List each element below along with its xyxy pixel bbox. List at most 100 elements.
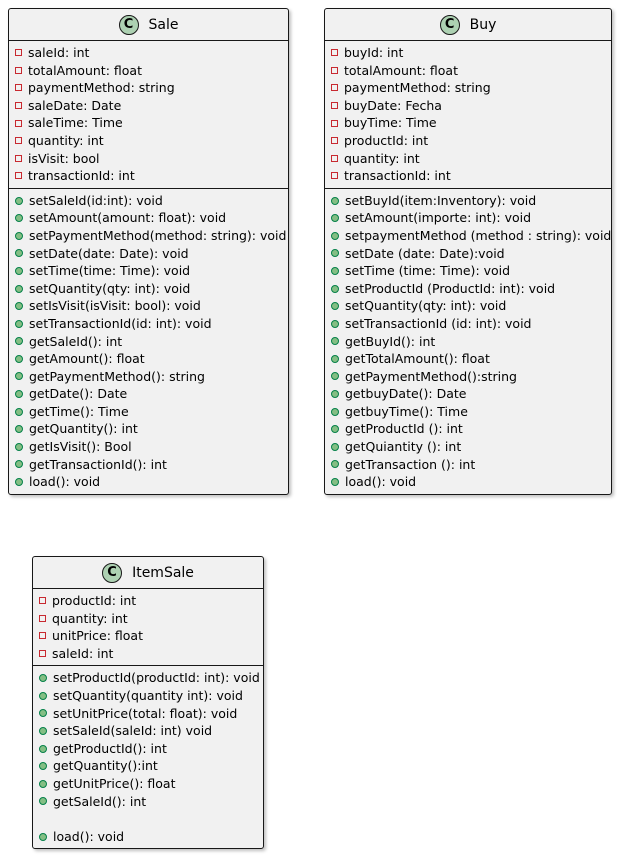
method-row: setBuyId(item:Inventory): void — [325, 192, 611, 210]
method-text: setAmount(importe: int): void — [345, 210, 532, 226]
method-text: getIsVisit(): Bool — [29, 439, 132, 455]
field-text: quantity: int — [344, 150, 420, 166]
method-row: setProductId (ProductId: int): void — [325, 280, 611, 298]
method-row: setQuantity(qty: int): void — [9, 280, 288, 298]
field-row: paymentMethod: string — [325, 79, 611, 97]
method-text: setAmount(amount: float): void — [29, 210, 227, 226]
field-text: isVisit: bool — [28, 150, 100, 166]
field-text: totalAmount: float — [344, 62, 458, 78]
private-visibility-icon — [15, 119, 22, 127]
method-row: getPaymentMethod():string — [325, 368, 611, 386]
public-visibility-icon — [15, 214, 23, 223]
field-text: unitPrice: float — [52, 628, 143, 644]
public-visibility-icon — [331, 319, 339, 328]
public-visibility-icon — [331, 231, 339, 240]
private-visibility-icon — [39, 597, 46, 605]
field-row: saleTime: Time — [9, 114, 288, 132]
method-text: getProductId (): int — [345, 421, 463, 437]
method-row: setQuantity(qty: int): void — [325, 297, 611, 315]
private-visibility-icon — [39, 650, 46, 658]
method-row: getBuyId(): int — [325, 333, 611, 351]
method-text: setProductId (ProductId: int): void — [345, 280, 556, 296]
method-text: setpaymentMethod (method : string): void — [345, 227, 612, 243]
field-row: buyTime: Time — [325, 114, 611, 132]
public-visibility-icon — [15, 319, 23, 328]
method-row: setTransactionId (id: int): void — [325, 315, 611, 333]
public-visibility-icon — [15, 460, 23, 469]
method-text: setTime(time: Time): void — [29, 263, 191, 279]
method-row: getUnitPrice(): float — [33, 775, 263, 793]
public-visibility-icon — [331, 284, 339, 293]
field-text: buyDate: Fecha — [344, 97, 442, 113]
method-row: setSaleId(id:int): void — [9, 192, 288, 210]
method-row: getAmount(): float — [9, 350, 288, 368]
method-row: getSaleId(): int — [9, 333, 288, 351]
private-visibility-icon — [15, 172, 22, 180]
method-row: setDate(date: Date): void — [9, 245, 288, 263]
method-text: getbuyTime(): Time — [345, 403, 468, 419]
field-row: buyDate: Fecha — [325, 97, 611, 115]
field-text: saleTime: Time — [28, 115, 123, 131]
method-row: setPaymentMethod(method: string): void — [9, 227, 288, 245]
method-text: getPaymentMethod(): string — [29, 368, 205, 384]
public-visibility-icon — [39, 709, 47, 718]
field-row: quantity: int — [9, 132, 288, 150]
field-text: saleDate: Date — [28, 97, 122, 113]
method-spacer — [33, 810, 263, 828]
method-row: setTime (time: Time): void — [325, 262, 611, 280]
field-row: saleId: int — [9, 44, 288, 62]
field-text: quantity: int — [28, 132, 104, 148]
method-text: getSaleId(): int — [29, 333, 123, 349]
class-name: Sale — [148, 16, 179, 33]
public-visibility-icon — [331, 478, 339, 487]
method-text: setUnitPrice(total: float): void — [53, 705, 238, 721]
private-visibility-icon — [15, 49, 22, 57]
method-row: setProductId(productId: int): void — [33, 669, 263, 687]
public-visibility-icon — [15, 337, 23, 346]
method-text: setQuantity(qty: int): void — [345, 298, 507, 314]
public-visibility-icon — [39, 674, 47, 683]
public-visibility-icon — [15, 407, 23, 416]
field-row: totalAmount: float — [325, 62, 611, 80]
field-text: transactionId: int — [28, 168, 135, 184]
method-row: getbuyTime(): Time — [325, 403, 611, 421]
method-text: load(): void — [345, 474, 417, 490]
method-row: setTime(time: Time): void — [9, 262, 288, 280]
public-visibility-icon — [331, 249, 339, 258]
method-text: getProductId(): int — [53, 740, 167, 756]
public-visibility-icon — [331, 407, 339, 416]
public-visibility-icon — [39, 744, 47, 753]
public-visibility-icon — [331, 425, 339, 434]
method-text: setSaleId(id:int): void — [29, 192, 163, 208]
public-visibility-icon — [15, 478, 23, 487]
method-row: load(): void — [325, 473, 611, 491]
method-row: getSaleId(): int — [33, 793, 263, 811]
method-text: getSaleId(): int — [53, 793, 147, 809]
method-text: setTransactionId(id: int): void — [29, 315, 212, 331]
field-text: buyTime: Time — [344, 115, 437, 131]
private-visibility-icon — [331, 102, 338, 110]
private-visibility-icon — [331, 137, 338, 145]
methods-section: setSaleId(id:int): void setAmount(amount:… — [9, 187, 288, 494]
method-row: getQuantity(): int — [9, 420, 288, 438]
method-row: getQuantity():int — [33, 757, 263, 775]
method-row: load(): void — [9, 473, 288, 491]
method-row: getQuiantity (): int — [325, 438, 611, 456]
public-visibility-icon — [15, 425, 23, 434]
method-text: setQuantity(quantity int): void — [53, 687, 243, 703]
field-row: unitPrice: float — [33, 627, 263, 645]
private-visibility-icon — [331, 154, 338, 162]
method-text: load(): void — [29, 474, 101, 490]
method-row: load(): void — [33, 828, 263, 846]
private-visibility-icon — [39, 614, 46, 622]
private-visibility-icon — [331, 172, 338, 180]
method-row: getTransaction (): int — [325, 456, 611, 474]
public-visibility-icon — [39, 779, 47, 788]
public-visibility-icon — [331, 337, 339, 346]
